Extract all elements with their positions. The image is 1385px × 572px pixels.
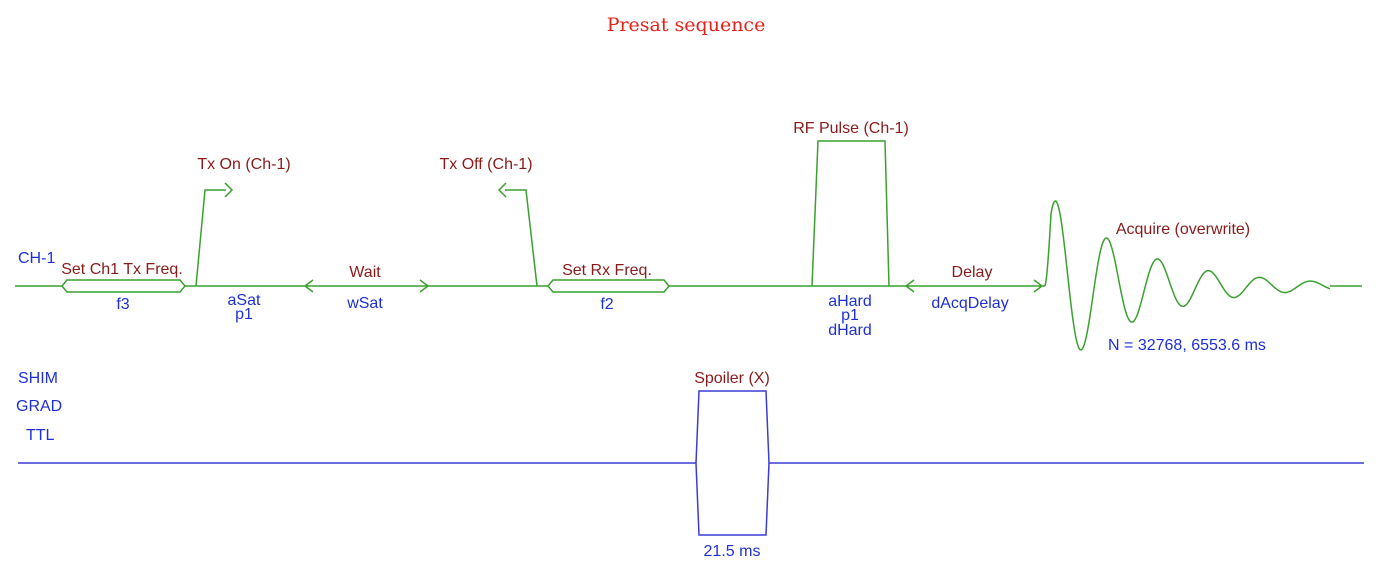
acquire-label: Acquire (overwrite) — [1116, 221, 1250, 238]
rf-pulse-label: RF Pulse (Ch-1) — [793, 120, 909, 137]
tx-on-marker — [195, 189, 226, 287]
rf-pulse-shape — [811, 140, 890, 287]
rf-pulse-param-amplitude: aHard — [828, 293, 872, 310]
diagram-title: Presat sequence — [607, 14, 766, 36]
rf-pulse-param-duration: dHard — [828, 322, 872, 339]
wait-label: Wait — [349, 264, 381, 281]
wait-param: wSat — [346, 295, 383, 312]
tx-on-param-amplitude: aSat — [228, 292, 261, 309]
delay-param: dAcqDelay — [931, 295, 1008, 312]
set-rx-freq-param: f2 — [600, 296, 613, 313]
set-tx-freq-block — [61, 279, 186, 293]
spoiler-duration: 21.5 ms — [704, 543, 761, 560]
tx-on-label: Tx On (Ch-1) — [197, 156, 290, 173]
set-tx-freq-param: f3 — [116, 296, 129, 313]
rf-pulse-param-phase: p1 — [841, 307, 859, 324]
set-rx-freq-label: Set Rx Freq. — [562, 262, 652, 279]
tx-off-label: Tx Off (Ch-1) — [439, 156, 532, 173]
tx-on-param-phase: p1 — [235, 306, 253, 323]
delay-label: Delay — [952, 264, 993, 281]
tx-off-arrowhead — [497, 182, 507, 198]
delay-arrow-left — [904, 279, 915, 293]
spoiler-gradient-shape — [695, 390, 770, 536]
wait-arrow-right — [419, 279, 430, 293]
acquire-fid-waveform — [1044, 200, 1331, 351]
channel-label-ttl: TTL — [26, 427, 55, 444]
spoiler-label: Spoiler (X) — [694, 370, 770, 387]
set-rx-freq-block — [547, 279, 670, 293]
acquire-param: N = 32768, 6553.6 ms — [1108, 337, 1266, 354]
wait-arrow-left — [303, 279, 314, 293]
set-tx-freq-label: Set Ch1 Tx Freq. — [61, 261, 183, 278]
tx-off-marker — [505, 189, 538, 287]
channel-label-shim: SHIM — [18, 370, 58, 387]
delay-arrow-right — [1033, 279, 1044, 293]
tx-on-arrowhead — [224, 182, 234, 198]
channel-label-grad: GRAD — [16, 398, 62, 415]
channel-label-ch1: CH-1 — [18, 250, 55, 267]
